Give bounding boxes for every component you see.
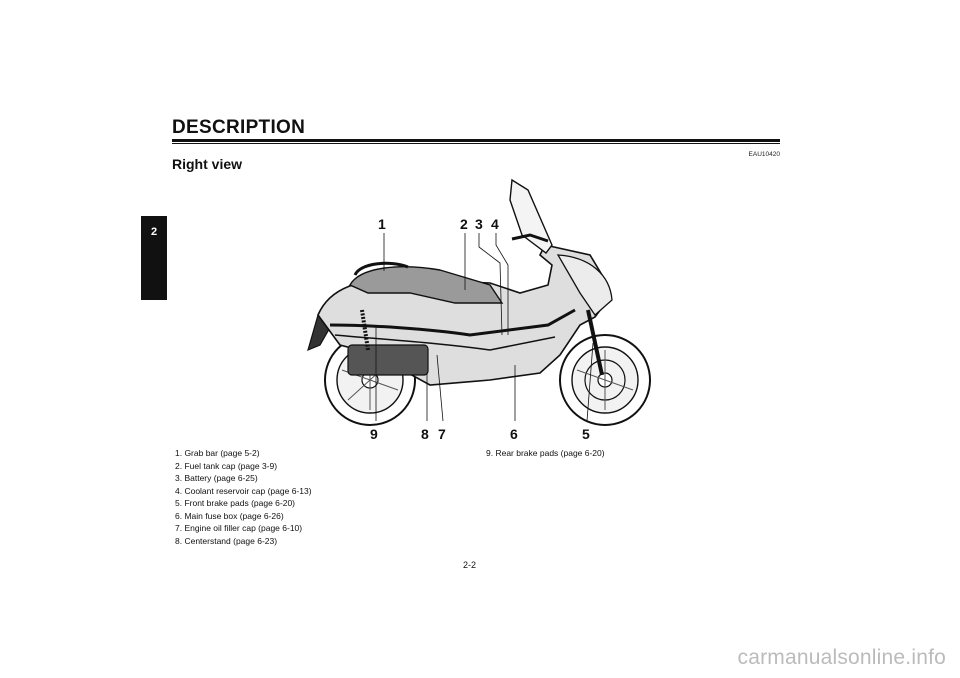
front-fork bbox=[586, 309, 604, 376]
reference-code: EAU10420 bbox=[748, 151, 780, 158]
callout-1: 1 bbox=[378, 216, 386, 232]
seat bbox=[349, 266, 504, 304]
chapter-tab: 2 bbox=[141, 216, 167, 300]
callout-9: 9 bbox=[370, 426, 378, 440]
callout-6: 6 bbox=[510, 426, 518, 440]
grab-bar bbox=[353, 261, 409, 276]
front-wheel bbox=[559, 334, 651, 426]
page-number: 2-2 bbox=[463, 560, 477, 570]
callout-2: 2 bbox=[460, 216, 468, 232]
callout-7: 7 bbox=[438, 426, 446, 440]
windscreen bbox=[509, 178, 553, 254]
page-heading: DESCRIPTION bbox=[172, 117, 306, 138]
callout-5: 5 bbox=[582, 426, 590, 440]
legend-item: 5. Front brake pads (page 6-20) bbox=[175, 498, 296, 508]
legend-item: 6. Main fuse box (page 6-26) bbox=[175, 510, 284, 521]
chapter-tab-label: 2 bbox=[150, 226, 158, 238]
handlebar bbox=[511, 233, 549, 243]
section-title: Right view bbox=[172, 156, 243, 172]
legend-item: 4. Coolant reservoir cap (page 6-13) bbox=[175, 485, 312, 496]
legend-item: 1. Grab bar (page 5-2) bbox=[175, 448, 260, 458]
front-cowl bbox=[556, 254, 613, 316]
callout-4: 4 bbox=[491, 216, 499, 232]
callout-8: 8 bbox=[421, 426, 429, 440]
legend-right-column: 9. Rear brake pads (page 6-20) bbox=[486, 447, 605, 460]
legend-left-column: 1. Grab bar (page 5-2) 2. Fuel tank cap … bbox=[175, 447, 312, 547]
legend-item: 9. Rear brake pads (page 6-20) bbox=[486, 448, 605, 458]
legend-item: 3. Battery (page 6-25) bbox=[175, 473, 258, 483]
legend-item: 7. Engine oil filler cap (page 6-10) bbox=[175, 523, 303, 533]
exhaust-block bbox=[347, 344, 429, 376]
legend-item: 2. Fuel tank cap (page 3-9) bbox=[175, 460, 278, 471]
heading-rule-thick bbox=[172, 139, 780, 142]
scooter-diagram: 1 2 3 4 5 6 7 8 9 bbox=[307, 178, 651, 440]
heading-rule-thin bbox=[172, 143, 780, 144]
callout-leaders bbox=[375, 233, 594, 422]
watermark: carmanualsonline.info bbox=[737, 646, 946, 669]
legend-item: 8. Centerstand (page 6-23) bbox=[175, 535, 278, 546]
callout-3: 3 bbox=[475, 216, 483, 232]
body-stripe bbox=[329, 308, 576, 337]
